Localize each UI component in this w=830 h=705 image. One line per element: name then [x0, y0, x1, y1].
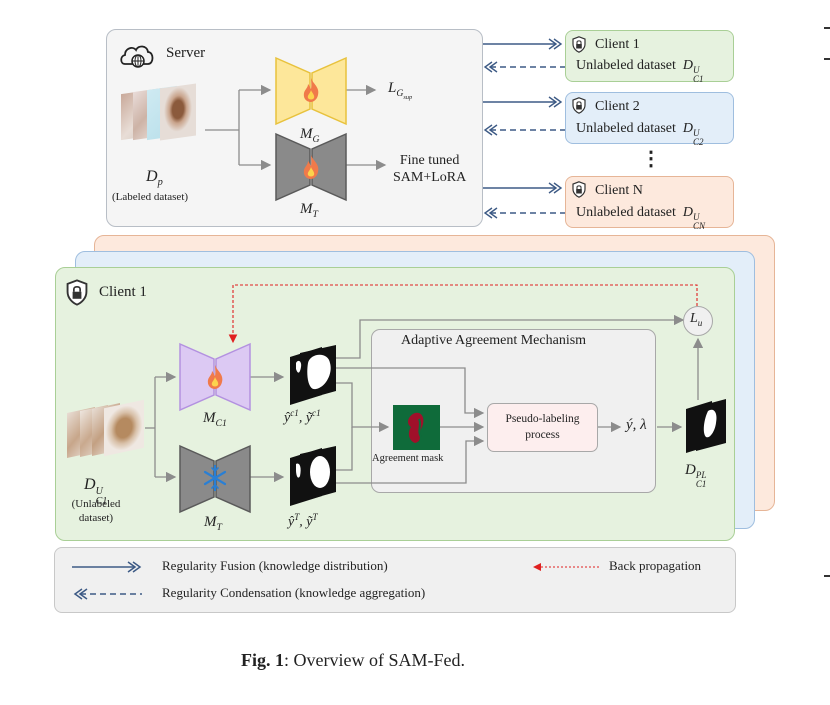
legend-condensation-label: Regularity Condensation (knowledge aggre… — [162, 585, 426, 600]
pred-t-label: ŷT, ỹT — [288, 512, 318, 530]
legend-fusion-label: Regularity Fusion (knowledge distributio… — [162, 558, 388, 573]
aam-title: Adaptive Agreement Mechanism — [401, 333, 587, 348]
model-t-shape — [275, 132, 347, 202]
clipped-text-fragment — [824, 575, 830, 577]
legend-condensation-arrow-icon — [73, 588, 142, 600]
clipped-text-fragment — [824, 27, 830, 29]
cloud-globe-icon — [120, 45, 154, 68]
client-card-1 — [565, 30, 734, 82]
lock-shield-icon — [572, 97, 586, 114]
legend-panel — [54, 547, 736, 613]
client-n-dataset-label: Unlabeled dataset — [576, 205, 676, 220]
client-detail-title: Client 1 — [99, 284, 147, 300]
client-1-dataset-label: Unlabeled dataset — [576, 58, 676, 73]
unlabeled-dataset-label: (Unlabeled dataset) — [66, 497, 126, 525]
client-2-title: Client 2 — [595, 99, 640, 114]
unlabeled-dataset-line2: dataset) — [78, 512, 114, 524]
labeled-dataset-symbol: Dp — [146, 168, 163, 189]
caption-text: : Overview of SAM-Fed. — [284, 650, 465, 670]
client-card-2 — [565, 92, 734, 144]
model-t-frozen-shape — [179, 444, 251, 514]
pred-t-masks — [290, 446, 336, 506]
flame-icon — [303, 78, 319, 102]
finetuned-label: Fine tuned SAM+LoRA — [393, 152, 466, 186]
loss-g-sup-label: LGsup — [388, 80, 413, 101]
pred-c1-label: ŷc1, ỹc1 — [284, 408, 321, 426]
client-1-title: Client 1 — [595, 37, 640, 52]
model-c1-label: MC1 — [203, 410, 227, 429]
loss-u-label: Lu — [690, 311, 703, 328]
finetuned-line2: SAM+LoRA — [393, 170, 467, 185]
clipped-text-fragment — [824, 58, 830, 60]
agreement-mask-image — [393, 405, 440, 450]
loss-u-node — [683, 306, 713, 336]
server-title: Server — [166, 45, 206, 61]
caption-figure-number: Fig. 1 — [241, 650, 284, 670]
pseudo-line2: process — [525, 429, 560, 441]
unlabeled-dataset-line1: (Unlabeled — [71, 498, 121, 510]
legend-backprop-arrow-icon — [533, 563, 599, 571]
lock-shield-icon — [572, 181, 586, 198]
lock-shield-icon — [66, 279, 88, 306]
pred-c1-masks — [290, 345, 336, 405]
client-card-n — [565, 176, 734, 228]
pseudo-labeling-box — [487, 403, 598, 452]
snowflake-icon — [203, 464, 227, 492]
legend-backprop-label: Back propagation — [609, 558, 702, 573]
model-t-frozen-label: MT — [204, 514, 222, 533]
agreement-mask-label: Agreement mask — [372, 453, 444, 464]
model-g-label: MG — [300, 126, 320, 145]
model-g-shape — [275, 56, 347, 126]
flame-icon — [207, 365, 223, 389]
finetuned-line1: Fine tuned — [399, 153, 460, 168]
client-n-title: Client N — [595, 183, 643, 198]
pseudo-line1: Pseudo-labeling — [505, 413, 580, 425]
flame-icon — [303, 155, 319, 179]
pseudo-labeling-label: Pseudo-labeling process — [487, 411, 598, 443]
legend-fusion-arrow-icon — [72, 561, 142, 573]
model-c1-shape — [179, 342, 251, 412]
figure-caption: Fig. 1: Overview of SAM-Fed. — [241, 650, 465, 671]
client-2-dataset-label: Unlabeled dataset — [576, 121, 676, 136]
lock-shield-icon — [572, 36, 586, 53]
dataset-image — [104, 399, 144, 457]
output-y-lambda: ý, λ — [626, 417, 647, 433]
model-t-label: MT — [300, 201, 318, 220]
pseudo-label-masks — [686, 399, 726, 453]
labeled-dataset-label: (Labeled dataset) — [112, 191, 189, 203]
vertical-ellipsis: ⋮ — [641, 148, 661, 170]
